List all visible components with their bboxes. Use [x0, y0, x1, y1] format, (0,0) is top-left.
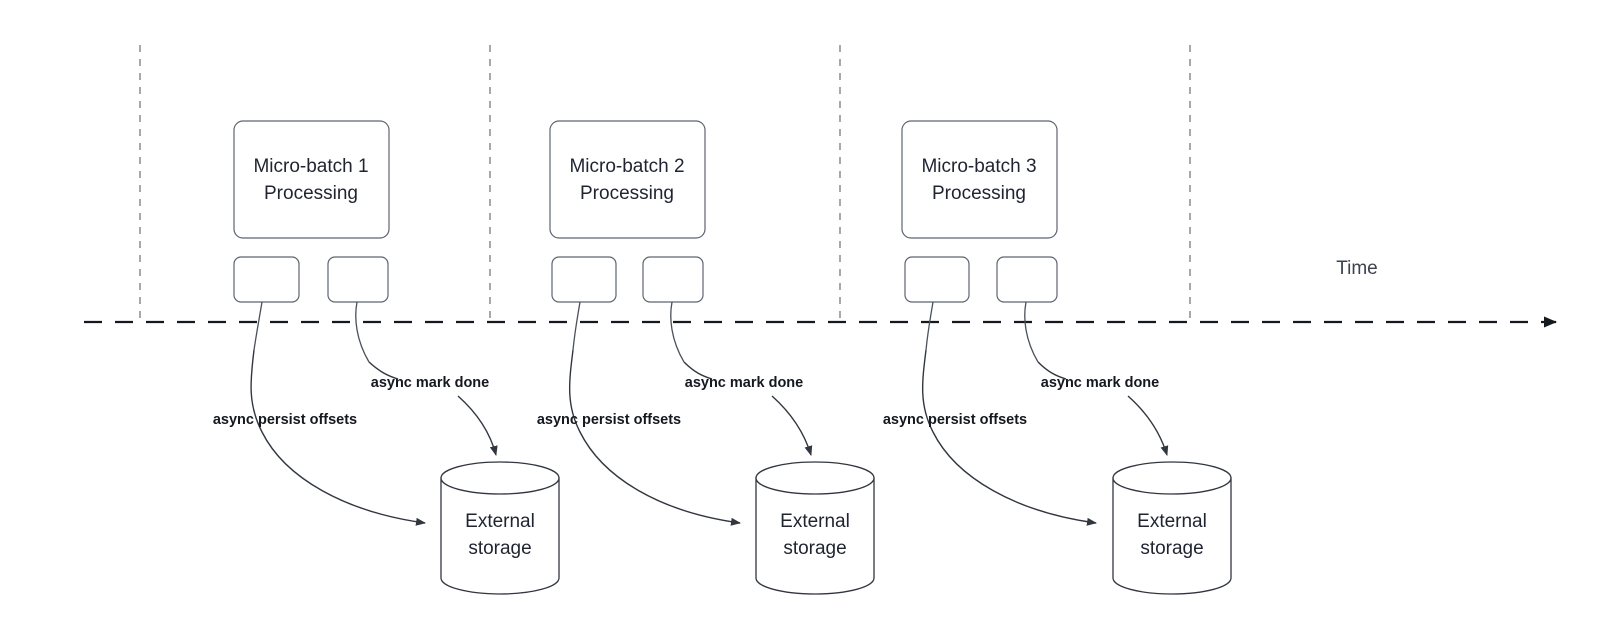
external-storage-2-label-line2: storage [783, 538, 846, 559]
micro-batch-1-process-box[interactable] [233, 120, 390, 239]
external-storage-1-label-line2: storage [468, 538, 531, 559]
task-box-1a-stem [253, 301, 263, 351]
edge-1-async-mark-done [457, 395, 498, 456]
edge-2-async-persist-offsets [569, 349, 741, 526]
time-axis: Time [84, 258, 1557, 328]
external-storage-2-label-line1: External [780, 511, 850, 532]
edge-2-async-mark-done-label: async mark done [685, 375, 803, 391]
edge-1-async-mark-done-label: async mark done [371, 375, 489, 391]
edge-1-async-persist-offsets-label: async persist offsets [213, 412, 357, 428]
edge-1-async-mark-done-tail [368, 361, 399, 380]
micro-batch-1-process-label-line1: Micro-batch 1 [253, 156, 368, 177]
external-storage-3-label-line1: External [1137, 511, 1207, 532]
edge-3-async-persist-offsets [922, 349, 1097, 526]
external-storage-1[interactable]: External storage [440, 461, 560, 595]
micro-batch-3-process-box[interactable] [901, 120, 1058, 239]
edge-3-async-mark-done [1127, 395, 1169, 456]
edge-1-async-persist-offsets [250, 349, 426, 526]
edge-3-async-mark-done-label: async mark done [1041, 375, 1159, 391]
task-box-3b-stem [1024, 301, 1039, 363]
task-box-1a[interactable] [233, 256, 300, 303]
task-box-2a[interactable] [551, 256, 617, 303]
external-storage-2-body [755, 477, 875, 595]
external-storage-2[interactable]: External storage [755, 461, 875, 595]
external-storage-3-body [1112, 477, 1232, 595]
group-micro-batch-2: Micro-batch 2 Processing async persist o… [537, 120, 875, 595]
task-box-1b[interactable] [327, 256, 389, 303]
boundary-ticks [139, 45, 1191, 322]
task-box-1b-stem [355, 301, 370, 363]
task-box-2b[interactable] [642, 256, 704, 303]
task-box-3b[interactable] [996, 256, 1058, 303]
task-box-2a-stem [572, 301, 581, 351]
task-box-2b-stem [670, 301, 685, 363]
external-storage-1-body [440, 477, 560, 595]
edge-3-async-persist-offsets-label: async persist offsets [883, 412, 1027, 428]
micro-batch-3-process-label-line1: Micro-batch 3 [921, 156, 1036, 177]
micro-batch-3-process-label-line2: Processing [932, 183, 1026, 204]
task-box-3a[interactable] [904, 256, 970, 303]
edge-2-async-persist-offsets-label: async persist offsets [537, 412, 681, 428]
external-storage-3[interactable]: External storage [1112, 461, 1232, 595]
external-storage-3-label-line2: storage [1140, 538, 1203, 559]
micro-batch-2-process-label-line1: Micro-batch 2 [569, 156, 684, 177]
external-storage-3-top [1112, 461, 1232, 495]
group-micro-batch-1: Micro-batch 1 Processing async persist o… [213, 120, 560, 595]
external-storage-2-top [755, 461, 875, 495]
edge-2-async-mark-done-tail [683, 361, 713, 380]
micro-batch-2-process-box[interactable] [549, 120, 706, 239]
edge-2-async-mark-done [771, 395, 813, 456]
external-storage-1-label-line1: External [465, 511, 535, 532]
external-storage-1-top [440, 461, 560, 495]
time-axis-label: Time [1336, 258, 1378, 279]
edge-3-async-mark-done-tail [1037, 361, 1067, 380]
task-box-3a-stem [925, 301, 934, 351]
group-micro-batch-3: Micro-batch 3 Processing async persist o… [883, 120, 1232, 595]
micro-batch-1-process-label-line2: Processing [264, 183, 358, 204]
micro-batch-2-process-label-line2: Processing [580, 183, 674, 204]
